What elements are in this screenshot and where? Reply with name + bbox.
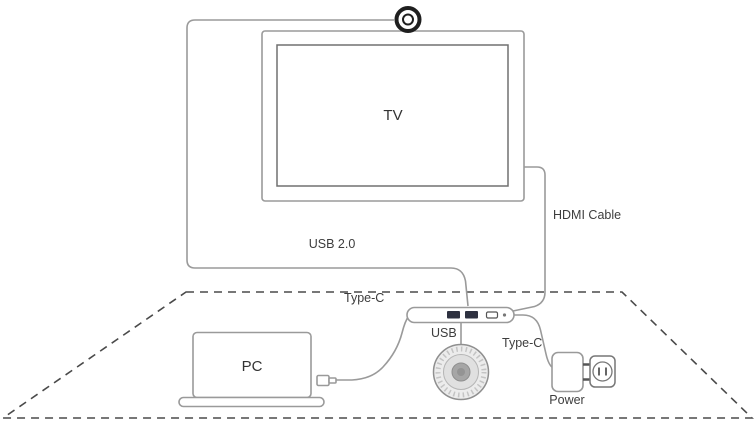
- power-adapter-body: [551, 351, 584, 393]
- hub-device: [406, 306, 515, 324]
- hub-usb-port-2: [465, 311, 478, 319]
- hub-body: [406, 306, 515, 324]
- hdmi-cable-line: [512, 166, 546, 312]
- usb-cable-label: USB 2.0: [309, 237, 356, 251]
- usb-port-label: USB: [431, 326, 457, 340]
- tv-screen: [276, 44, 509, 187]
- hdmi-cable-label: HDMI Cable: [553, 208, 621, 222]
- laptop-device: PC: [178, 331, 337, 408]
- speakerphone-grille: [435, 346, 487, 398]
- outlet-circle: [592, 361, 613, 382]
- laptop-to-hub-cable: [336, 315, 410, 381]
- power-adapter-group: [551, 351, 616, 393]
- table-surface-outline: [0, 291, 754, 419]
- typec-right-label: Type-C: [502, 336, 542, 350]
- laptop-base: [178, 396, 325, 408]
- usb-plug-connector: [316, 374, 330, 387]
- webcam-icon: [394, 6, 422, 33]
- pc-label: PC: [242, 358, 263, 375]
- webcam-lens: [402, 13, 414, 26]
- speakerphone-center-dot: [457, 368, 465, 376]
- hub-hdmi-port: [485, 311, 499, 319]
- hub-usb-port-1: [447, 311, 460, 319]
- power-label: Power: [549, 393, 584, 407]
- usb-cable-line: [186, 19, 469, 307]
- speakerphone-device: [432, 343, 490, 401]
- tv-device: TV: [261, 30, 525, 202]
- tv-label: TV: [383, 107, 402, 124]
- typec-left-label: Type-C: [344, 291, 384, 305]
- usb-plug-tip: [328, 377, 337, 384]
- hub-led-dot: [502, 313, 507, 317]
- power-cable-line: [512, 314, 554, 369]
